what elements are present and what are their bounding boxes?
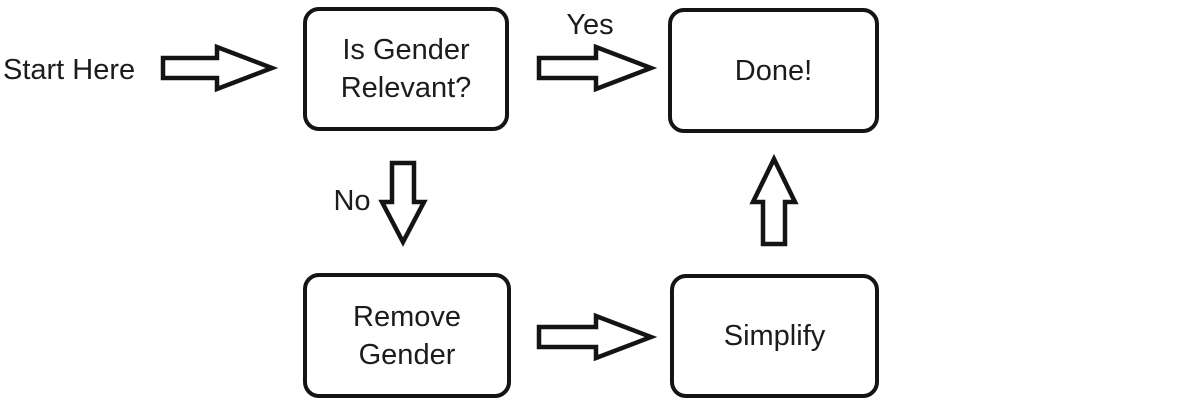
arrow-down-question-to-remove-icon	[378, 160, 428, 247]
node-simplify-line1: Simplify	[723, 320, 826, 352]
arrow-right-question-to-done-icon	[536, 43, 658, 93]
node-done-line1: Done!	[734, 54, 813, 87]
arrow-up-simplify-to-done-icon	[749, 153, 799, 247]
node-remove-gender-line1: Remove	[353, 300, 461, 333]
node-remove-gender: Remove Gender	[303, 273, 511, 398]
start-here-label: Start Here	[3, 54, 136, 86]
node-is-gender-relevant-line1: Is Gender	[342, 34, 470, 66]
node-done: Done!	[668, 8, 879, 133]
node-simplify: Simplify	[670, 274, 879, 398]
arrow-right-start-to-question-icon	[160, 43, 279, 93]
edge-label-no: No	[333, 185, 371, 217]
arrow-right-remove-to-simplify-icon	[536, 312, 658, 362]
node-remove-gender-line2: Gender	[358, 338, 456, 371]
node-is-gender-relevant: Is Gender Relevant?	[303, 7, 509, 131]
edge-label-yes: Yes	[566, 9, 614, 41]
node-is-gender-relevant-line2: Relevant?	[340, 72, 472, 104]
